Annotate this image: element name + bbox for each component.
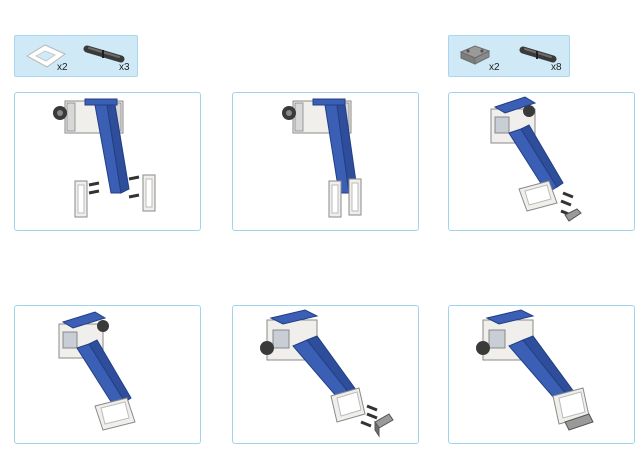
frame-piece-icon xyxy=(23,42,69,75)
connector-pin-icon xyxy=(83,42,129,71)
assembly-step-6-icon xyxy=(476,309,594,431)
assembly-step-3-icon xyxy=(490,96,582,222)
connector-pin-icon xyxy=(519,44,559,71)
parts-list-2: x2 x8 xyxy=(448,35,570,77)
assembly-step-1-icon xyxy=(53,98,156,218)
assembly-step-6 xyxy=(448,305,635,444)
parts-list-1: x2 x3 xyxy=(14,35,138,77)
quantity-label: x3 xyxy=(119,62,130,73)
double-bracket-icon xyxy=(457,42,493,73)
assembly-step-1 xyxy=(14,92,201,231)
quantity-label: x2 xyxy=(57,62,68,73)
assembly-step-3 xyxy=(448,92,635,231)
assembly-step-2-icon xyxy=(282,98,362,218)
assembly-step-5 xyxy=(232,305,419,444)
quantity-label: x2 xyxy=(489,62,500,73)
quantity-label: x8 xyxy=(551,62,562,73)
assembly-step-5-icon xyxy=(260,309,394,438)
assembly-step-4 xyxy=(14,305,201,444)
assembly-step-2 xyxy=(232,92,419,231)
assembly-step-4-icon xyxy=(58,311,136,431)
